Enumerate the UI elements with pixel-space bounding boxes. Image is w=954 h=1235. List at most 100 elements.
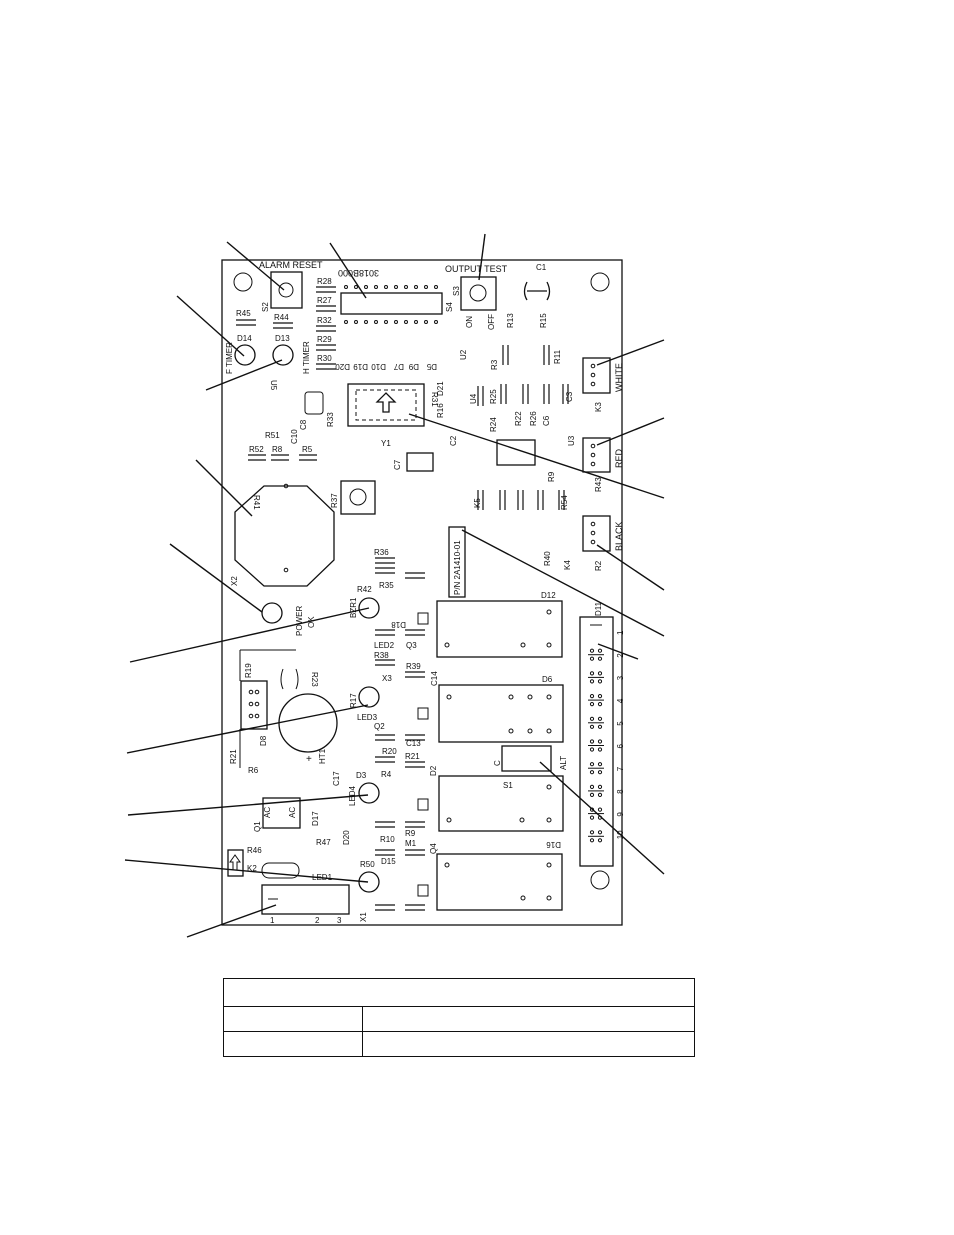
misc-labels-left: R51 R52 R8 R5 C8 R33 C10 bbox=[248, 391, 335, 461]
svg-text:R23: R23 bbox=[310, 672, 319, 687]
svg-text:X1: X1 bbox=[359, 912, 368, 922]
output-test-label: OUTPUT TEST bbox=[445, 264, 508, 274]
resistor-stack-middle: R36 R35 R42 LED2 Q3 R38 R39 Q2 C13 R20 R… bbox=[316, 548, 425, 911]
capacitor-c1: C1 bbox=[523, 263, 551, 301]
svg-text:D21: D21 bbox=[436, 381, 445, 396]
svg-text:Q1: Q1 bbox=[253, 821, 262, 832]
svg-text:ALT: ALT bbox=[559, 756, 568, 770]
k1-pin-label: 8 bbox=[616, 789, 625, 794]
diode-labels-row: D20 D19 D10 D7 D9 D5 bbox=[335, 362, 437, 371]
svg-text:X3: X3 bbox=[382, 674, 392, 683]
svg-text:R4: R4 bbox=[381, 770, 392, 779]
f-timer-led: D14 F TIMER bbox=[225, 334, 256, 374]
bridge-d17: AC AC Q1 R6 bbox=[248, 766, 301, 832]
mounting-hole bbox=[590, 272, 610, 292]
k1-pin-pad bbox=[597, 679, 603, 684]
output-test-switch: OUTPUT TEST S3 ON OFF bbox=[445, 264, 508, 330]
svg-text:Q4: Q4 bbox=[429, 843, 438, 854]
relay-x4: D16 bbox=[438, 775, 564, 849]
k1-pin-pad bbox=[589, 815, 595, 820]
k1-pin-pad bbox=[597, 784, 603, 790]
svg-text:K3: K3 bbox=[594, 402, 603, 412]
svg-text:RED: RED bbox=[614, 448, 624, 468]
svg-text:3: 3 bbox=[337, 916, 342, 925]
svg-text:K4: K4 bbox=[563, 560, 572, 570]
svg-text:K2: K2 bbox=[247, 864, 257, 873]
k1-pin-pad bbox=[589, 671, 595, 676]
svg-text:BZR1: BZR1 bbox=[349, 597, 358, 618]
m1-c11: R46 K2 bbox=[227, 846, 300, 879]
svg-text:WHITE: WHITE bbox=[614, 363, 624, 392]
k1-pin-pad bbox=[589, 739, 595, 744]
svg-text:R5: R5 bbox=[302, 445, 313, 454]
svg-text:R22: R22 bbox=[514, 411, 523, 426]
k1-pin-label: 2 bbox=[616, 653, 625, 658]
relay-x1 bbox=[436, 853, 563, 911]
svg-text:R40: R40 bbox=[543, 551, 552, 566]
power-led: R42 BZR1 POWER OK bbox=[295, 585, 380, 636]
k1-pin-pad bbox=[597, 838, 603, 843]
relay-x3: D6 bbox=[438, 675, 564, 743]
svg-text:LED2: LED2 bbox=[374, 641, 395, 650]
svg-text:C: C bbox=[493, 760, 502, 766]
k1-pin-pad bbox=[589, 716, 595, 721]
svg-text:C6: C6 bbox=[542, 415, 551, 426]
svg-text:D18: D18 bbox=[391, 620, 406, 629]
svg-text:LED3: LED3 bbox=[357, 713, 378, 722]
board-outline bbox=[221, 259, 623, 926]
svg-text:AC: AC bbox=[263, 807, 272, 818]
resistor-column-right: R13 R15 R11 C3 K5 R54 bbox=[473, 313, 574, 510]
svg-text:C2: C2 bbox=[449, 435, 458, 446]
mounting-hole bbox=[590, 870, 610, 890]
svg-text:LED4: LED4 bbox=[348, 785, 357, 806]
k1-pin-pad bbox=[597, 716, 603, 721]
svg-text:R47: R47 bbox=[316, 838, 331, 847]
svg-text:C13: C13 bbox=[406, 739, 421, 748]
k1-pin-pad bbox=[589, 792, 595, 798]
svg-text:R15: R15 bbox=[539, 313, 548, 328]
svg-text:3018B000: 3018B000 bbox=[338, 268, 379, 278]
k1-pin-pad bbox=[589, 702, 595, 707]
resistor-r45-r44: R45 R44 bbox=[236, 309, 293, 329]
svg-text:R13: R13 bbox=[506, 313, 515, 328]
svg-text:D20: D20 bbox=[335, 362, 350, 371]
svg-text:D19: D19 bbox=[353, 362, 368, 371]
svg-text:LED1: LED1 bbox=[312, 873, 333, 882]
svg-text:R24: R24 bbox=[489, 417, 498, 432]
svg-text:Y1: Y1 bbox=[381, 439, 391, 448]
svg-text:R41: R41 bbox=[252, 495, 261, 510]
svg-text:R6: R6 bbox=[248, 766, 259, 775]
k1-pin-pad bbox=[589, 770, 595, 775]
svg-text:OFF: OFF bbox=[487, 314, 496, 330]
svg-text:R25: R25 bbox=[489, 389, 498, 404]
svg-text:U4: U4 bbox=[469, 393, 478, 404]
k1-pin-pad bbox=[597, 762, 603, 767]
svg-text:H TIMER: H TIMER bbox=[302, 341, 311, 374]
buzzer-sq: R41 bbox=[234, 483, 335, 587]
connector-white: WHITE K3 bbox=[582, 357, 624, 412]
svg-text:D8: D8 bbox=[259, 735, 268, 746]
svg-text:Q2: Q2 bbox=[374, 722, 385, 731]
k1-pin-pad bbox=[597, 792, 603, 798]
svg-text:R54: R54 bbox=[560, 495, 569, 510]
svg-text:D12: D12 bbox=[541, 591, 556, 600]
svg-text:R3: R3 bbox=[490, 359, 499, 370]
svg-text:R27: R27 bbox=[317, 296, 332, 305]
alarm-reset-label: ALARM RESET bbox=[259, 260, 323, 270]
table-row bbox=[223, 1006, 695, 1032]
legend-table bbox=[223, 978, 695, 1057]
k1-pin-pad bbox=[589, 807, 595, 812]
k1-pin-pad bbox=[597, 747, 603, 752]
k1-pin-pad bbox=[589, 747, 595, 752]
svg-text:R44: R44 bbox=[274, 313, 289, 322]
svg-text:R30: R30 bbox=[317, 354, 332, 363]
svg-text:R20: R20 bbox=[382, 747, 397, 756]
svg-text:R21: R21 bbox=[229, 749, 238, 764]
svg-text:R39: R39 bbox=[406, 662, 421, 671]
svg-text:D3: D3 bbox=[356, 771, 367, 780]
regulator-u6: R19 bbox=[239, 649, 296, 768]
led4: D3 R4 LED4 bbox=[348, 770, 392, 806]
svg-text:R16: R16 bbox=[436, 403, 445, 418]
svg-text:AC: AC bbox=[288, 807, 297, 818]
